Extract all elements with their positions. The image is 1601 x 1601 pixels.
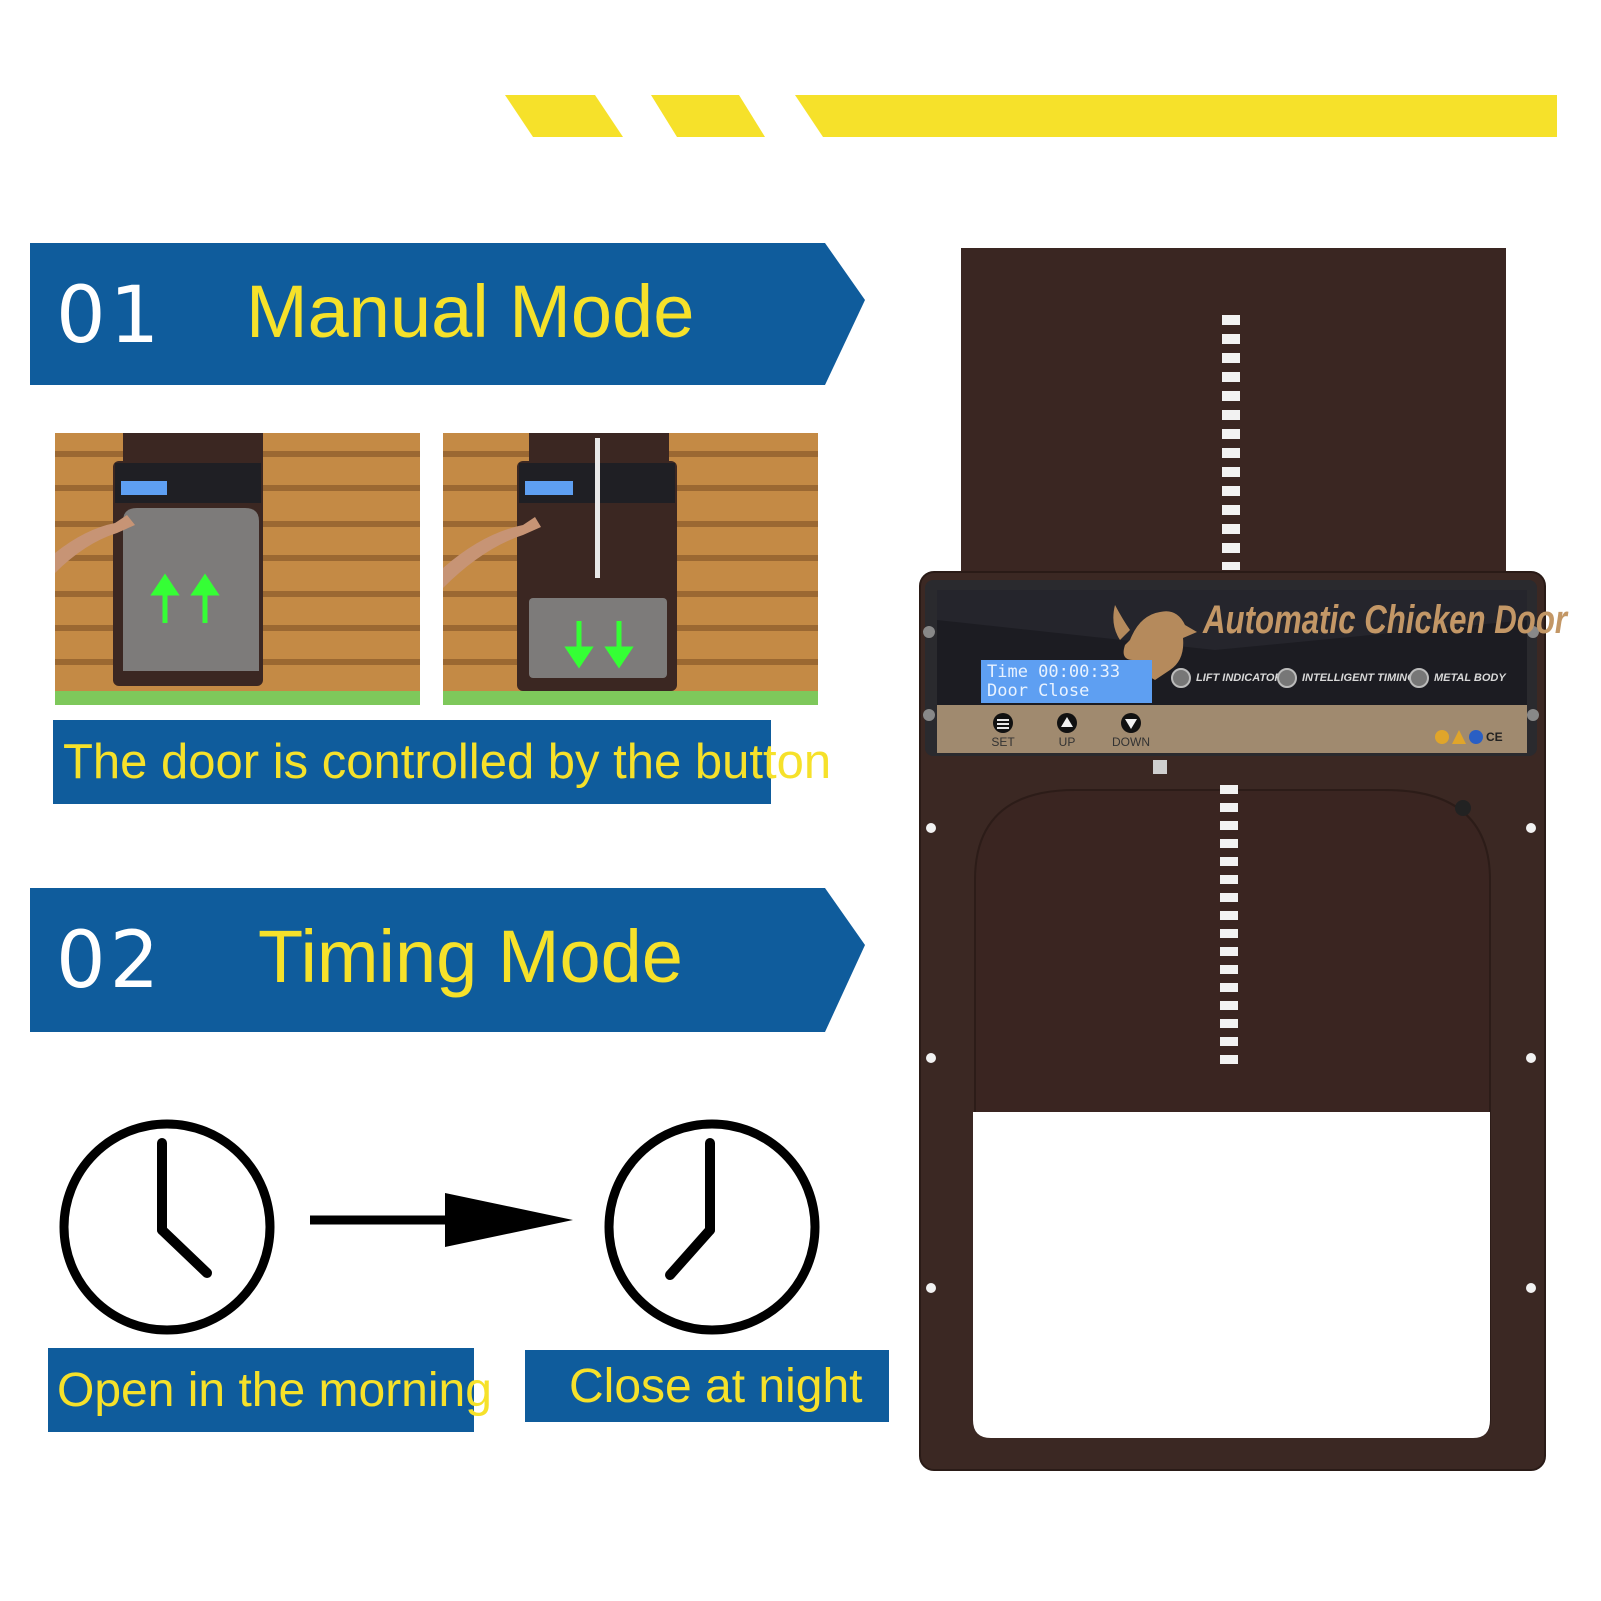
photo-door-opening: [55, 433, 420, 705]
metal-body-icon: [1409, 668, 1429, 688]
caption-morning: Open in the morning: [48, 1348, 492, 1432]
caption-night: Close at night: [525, 1350, 889, 1422]
banner-timing-mode: 02 Timing Mode: [30, 888, 865, 1032]
set-button[interactable]: SET: [991, 735, 1015, 749]
clock-morning-icon: [59, 1119, 275, 1335]
banner-manual-mode: 01 Manual Mode: [30, 243, 865, 385]
clock-night-icon: [604, 1119, 820, 1335]
feature-metal-body: METAL BODY: [1409, 668, 1506, 688]
feature-label: INTELLIGENT TIMING: [1302, 672, 1416, 684]
lift-indicator-icon: [1171, 668, 1191, 688]
caption-text: Close at night: [569, 1359, 863, 1413]
banner-title: Manual Mode: [246, 270, 695, 353]
decorative-yellow-stripes: [505, 95, 1557, 137]
up-button[interactable]: UP: [1058, 735, 1076, 749]
product-chicken-door: Automatic Chicken Door Time 00:00:33 Doo…: [915, 240, 1567, 1480]
photo-door-closing: [443, 433, 818, 705]
lcd-line-status: Door Close: [987, 681, 1090, 701]
feature-label: METAL BODY: [1434, 672, 1506, 684]
warning-icon: [1452, 730, 1466, 744]
caption-manual-mode: The door is controlled by the button: [53, 720, 831, 804]
product-brand-label: Automatic Chicken Door: [1203, 598, 1568, 642]
feature-intelligent-timing: INTELLIGENT TIMING: [1277, 668, 1416, 688]
banner-title: Timing Mode: [258, 915, 683, 998]
caption-text: The door is controlled by the button: [63, 735, 832, 789]
timing-icon: [1277, 668, 1297, 688]
caption-text: Open in the morning: [57, 1363, 492, 1417]
banner-number: 01: [56, 271, 164, 361]
lcd-line-time: Time 00:00:33: [987, 662, 1121, 682]
eco-icon: [1469, 730, 1483, 744]
certification-marks: CE: [1435, 730, 1503, 744]
ce-mark: CE: [1486, 730, 1503, 744]
feature-lift-indicator: LIFT INDICATOR: [1171, 668, 1282, 688]
arrow-right-icon: [310, 1193, 573, 1247]
banner-number: 02: [56, 916, 164, 1006]
feature-label: LIFT INDICATOR: [1196, 672, 1283, 684]
lcd-display: Time 00:00:33 Door Close: [981, 660, 1152, 703]
down-button[interactable]: DOWN: [1112, 735, 1150, 749]
cert-badge-icon: [1435, 730, 1449, 744]
